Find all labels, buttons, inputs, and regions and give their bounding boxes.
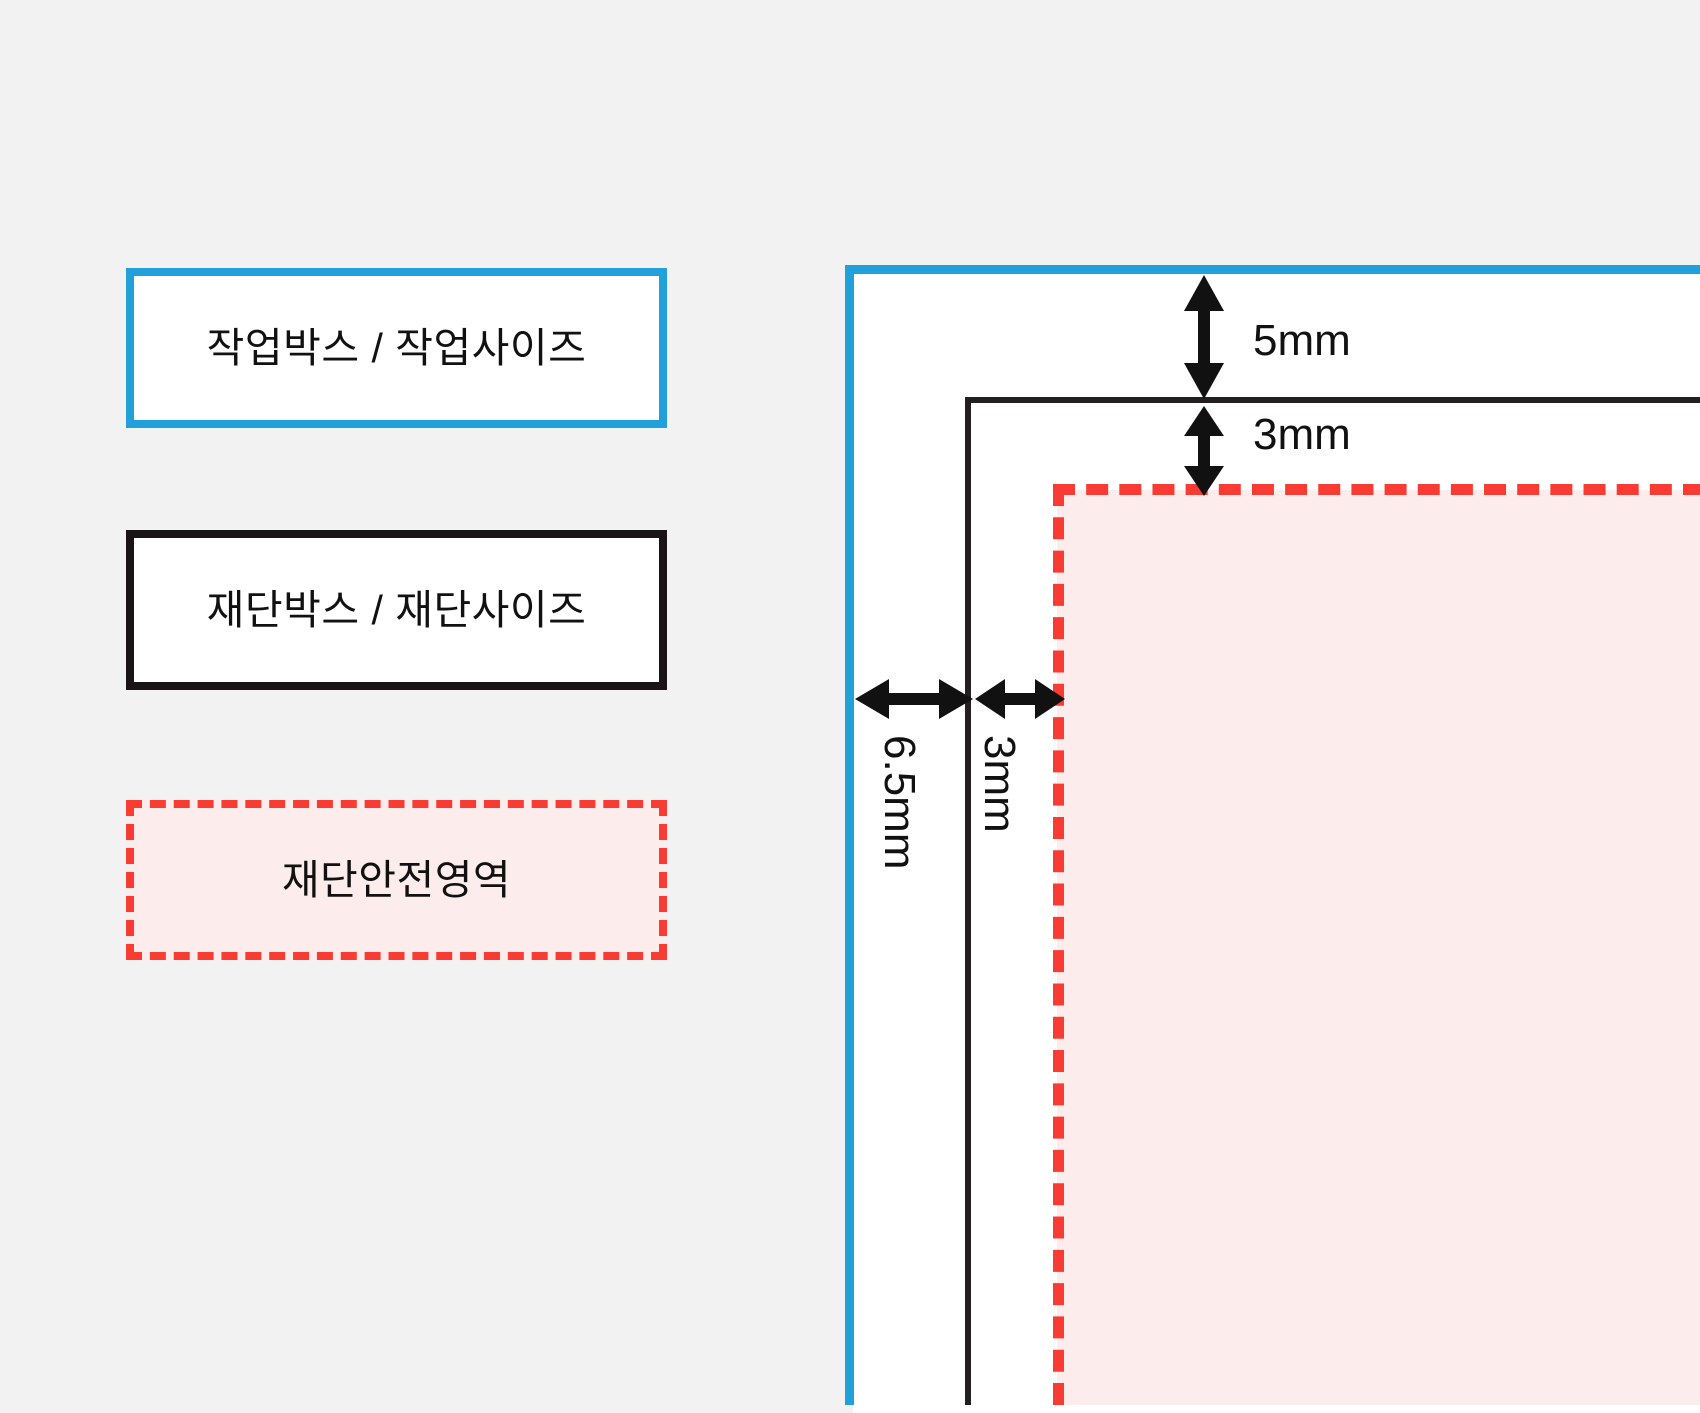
legend-item-safe-area: 재단안전영역 <box>126 800 667 960</box>
dimension-label-top-inner: 3mm <box>1253 410 1351 459</box>
dimension-label-left-outer: 6.5mm <box>875 735 924 870</box>
trim-box-top-edge <box>965 397 1700 403</box>
legend-item-work-box: 작업박스 / 작업사이즈 <box>126 268 667 428</box>
dimension-arrow-top-inner <box>1180 406 1228 496</box>
bleed-diagram: 5mm 3mm 6.5mm 3mm <box>845 265 1700 1413</box>
dimension-arrow-top-outer <box>1180 275 1228 399</box>
legend-label-work-box: 작업박스 / 작업사이즈 <box>206 324 587 371</box>
dimension-arrow-left-outer <box>855 675 973 723</box>
dimension-label-left-inner: 3mm <box>975 735 1024 833</box>
legend-label-safe-area: 재단안전영역 <box>281 856 512 903</box>
safe-area-left-edge <box>1053 484 1064 1405</box>
work-box-left-edge <box>845 265 854 1405</box>
legend-label-trim-box: 재단박스 / 재단사이즈 <box>206 586 587 633</box>
dimension-label-top-outer: 5mm <box>1253 316 1351 365</box>
trim-box-left-edge <box>965 397 971 1405</box>
dimension-arrow-left-inner <box>975 675 1065 723</box>
safe-area-top-edge <box>1053 484 1700 495</box>
work-box-top-edge <box>845 265 1700 274</box>
safe-area-fill <box>1057 490 1700 1405</box>
legend-item-trim-box: 재단박스 / 재단사이즈 <box>126 530 667 690</box>
